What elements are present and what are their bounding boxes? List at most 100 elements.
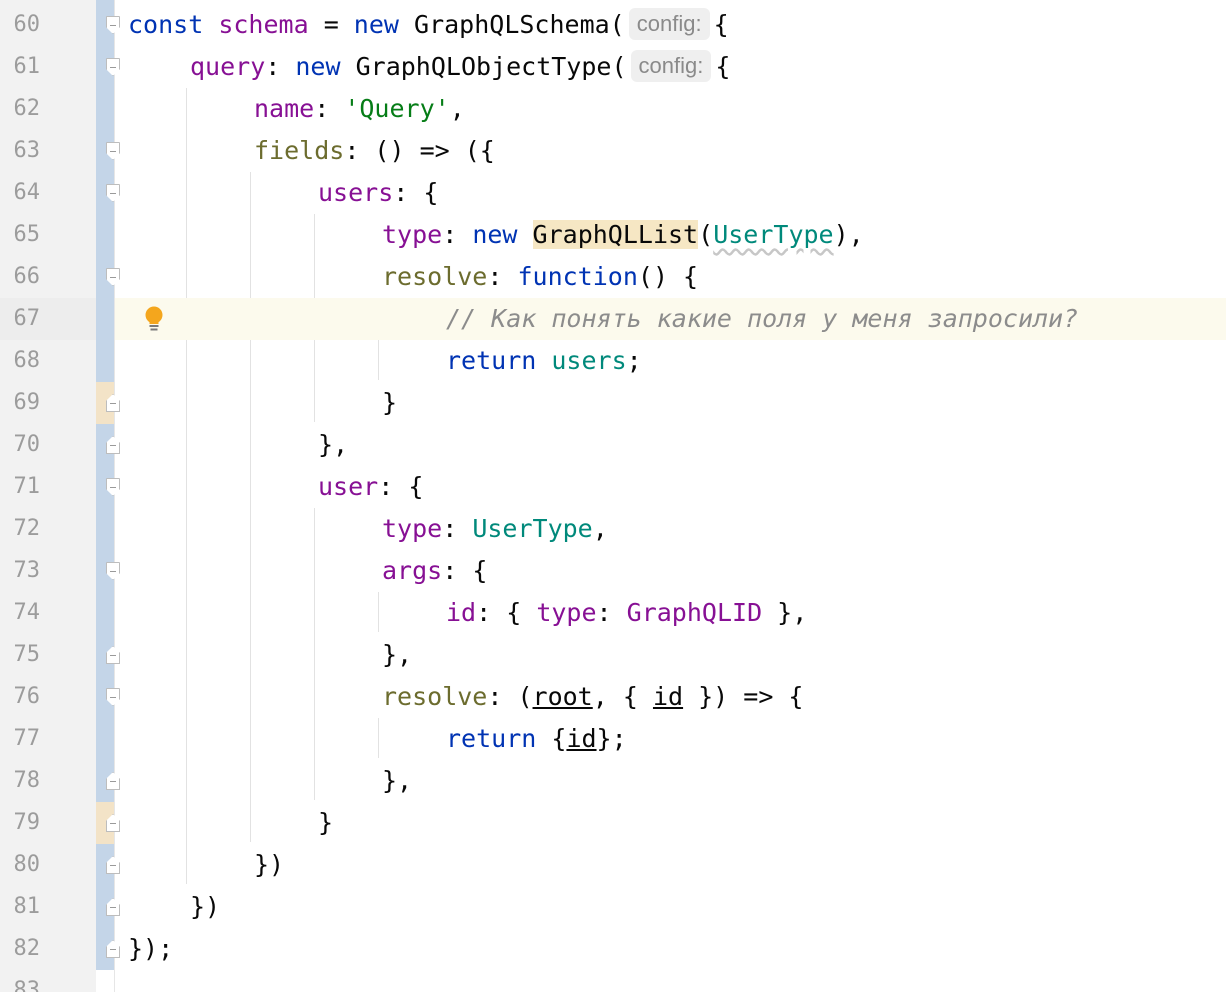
code-line[interactable]: 73 args: { bbox=[0, 550, 1226, 592]
vcs-modified-marker[interactable] bbox=[96, 382, 115, 424]
fold-open-icon[interactable] bbox=[106, 688, 120, 706]
code-line[interactable]: 80 }) bbox=[0, 844, 1226, 886]
code-line[interactable]: 78 }, bbox=[0, 760, 1226, 802]
line-number[interactable]: 83 bbox=[13, 978, 41, 992]
line-number[interactable]: 63 bbox=[13, 138, 41, 163]
code-text[interactable]: } bbox=[382, 388, 398, 417]
code-text[interactable]: type: new GraphQLList(UserType), bbox=[382, 220, 864, 249]
code-text[interactable]: resolve: (root, { id }) => { bbox=[382, 682, 804, 711]
code-text[interactable]: return users; bbox=[446, 346, 642, 375]
code-line[interactable]: 82 }); bbox=[0, 928, 1226, 970]
line-number[interactable]: 80 bbox=[13, 852, 41, 877]
code-line[interactable]: 66 resolve: function() { bbox=[0, 256, 1226, 298]
code-text[interactable]: } bbox=[318, 808, 334, 837]
fold-close-icon[interactable] bbox=[106, 814, 120, 832]
line-number[interactable]: 72 bbox=[13, 516, 41, 541]
lightbulb-icon[interactable] bbox=[143, 306, 165, 332]
code-line[interactable]: 69 } bbox=[0, 382, 1226, 424]
line-number[interactable]: 64 bbox=[13, 180, 41, 205]
code-line[interactable]: 76 resolve: (root, { id }) => { bbox=[0, 676, 1226, 718]
gutter-separator bbox=[114, 0, 115, 992]
fold-open-icon[interactable] bbox=[106, 268, 120, 286]
line-number[interactable]: 67 bbox=[13, 306, 41, 331]
code-line[interactable]: 72 type: UserType, bbox=[0, 508, 1226, 550]
indent-guide bbox=[186, 88, 187, 884]
line-number[interactable]: 66 bbox=[13, 264, 41, 289]
code-text[interactable]: }) bbox=[190, 892, 221, 921]
identifier-highlight[interactable]: GraphQLList bbox=[532, 220, 699, 249]
line-number[interactable]: 65 bbox=[13, 222, 41, 247]
fold-close-icon[interactable] bbox=[106, 940, 120, 958]
code-text[interactable]: }, bbox=[382, 640, 413, 669]
code-text[interactable]: }) bbox=[254, 850, 285, 879]
line-number[interactable]: 70 bbox=[13, 432, 41, 457]
fold-open-icon[interactable] bbox=[106, 184, 120, 202]
fold-open-icon[interactable] bbox=[106, 142, 120, 160]
fold-open-icon[interactable] bbox=[106, 562, 120, 580]
code-text[interactable]: args: { bbox=[382, 556, 488, 585]
line-number[interactable]: 61 bbox=[13, 54, 41, 79]
code-text[interactable]: fields: () => ({ bbox=[254, 136, 495, 165]
line-number[interactable]: 71 bbox=[13, 474, 41, 499]
line-number[interactable]: 60 bbox=[13, 12, 41, 37]
code-line[interactable]: 81 }) bbox=[0, 886, 1226, 928]
code-line[interactable]: 79 } bbox=[0, 802, 1226, 844]
line-number[interactable]: 73 bbox=[13, 558, 41, 583]
parameter-hint: config: bbox=[628, 8, 710, 40]
line-number[interactable]: 78 bbox=[13, 768, 41, 793]
line-number[interactable]: 74 bbox=[13, 600, 41, 625]
code-line[interactable]: 68 return users; bbox=[0, 340, 1226, 382]
code-line[interactable]: 64 users: { bbox=[0, 172, 1226, 214]
code-line[interactable]: 74 id: { type: GraphQLID }, bbox=[0, 592, 1226, 634]
code-text[interactable]: }, bbox=[318, 430, 349, 459]
code-line[interactable]: 62 name: 'Query', bbox=[0, 88, 1226, 130]
code-line[interactable]: 61 query: new GraphQLObjectType(config:{ bbox=[0, 46, 1226, 88]
code-text[interactable]: }, bbox=[382, 766, 413, 795]
code-text[interactable]: user: { bbox=[318, 472, 424, 501]
code-line[interactable]: 71 user: { bbox=[0, 466, 1226, 508]
fold-open-icon[interactable] bbox=[106, 16, 120, 34]
line-number[interactable]: 79 bbox=[13, 810, 41, 835]
fold-close-icon[interactable] bbox=[106, 772, 120, 790]
line-number[interactable]: 76 bbox=[13, 684, 41, 709]
fold-close-icon[interactable] bbox=[106, 394, 120, 412]
line-number[interactable]: 68 bbox=[13, 348, 41, 373]
vcs-modified-marker[interactable] bbox=[96, 802, 115, 844]
indent-guide bbox=[314, 508, 315, 800]
code-line[interactable]: 60 const schema = new GraphQLSchema(conf… bbox=[0, 4, 1226, 46]
parameter-hint: config: bbox=[630, 50, 712, 82]
comment: // Как понять какие поля у меня запросил… bbox=[446, 304, 1079, 333]
line-number[interactable]: 69 bbox=[13, 390, 41, 415]
code-line[interactable]: 65 type: new GraphQLList(UserType), bbox=[0, 214, 1226, 256]
code-line[interactable]: 75 }, bbox=[0, 634, 1226, 676]
code-line[interactable]: 77 return {id}; bbox=[0, 718, 1226, 760]
code-line[interactable]: 83 bbox=[0, 970, 1226, 992]
fold-close-icon[interactable] bbox=[106, 646, 120, 664]
code-text[interactable]: type: UserType, bbox=[382, 514, 608, 543]
line-number[interactable]: 82 bbox=[13, 936, 41, 961]
code-text[interactable]: resolve: function() { bbox=[382, 262, 699, 291]
line-number[interactable]: 81 bbox=[13, 894, 41, 919]
vcs-change-bar[interactable] bbox=[96, 0, 115, 970]
code-line[interactable]: 63 fields: () => ({ bbox=[0, 130, 1226, 172]
code-text[interactable]: const schema = new GraphQLSchema(config:… bbox=[128, 8, 729, 40]
line-number[interactable]: 77 bbox=[13, 726, 41, 751]
code-text[interactable]: return {id}; bbox=[446, 724, 627, 753]
code-line[interactable]: 70 }, bbox=[0, 424, 1226, 466]
code-text[interactable]: }); bbox=[128, 934, 174, 963]
fold-open-icon[interactable] bbox=[106, 478, 120, 496]
code-text[interactable]: id: { type: GraphQLID }, bbox=[446, 598, 808, 627]
code-text[interactable]: // Как понять какие поля у меня запросил… bbox=[446, 298, 1078, 340]
fold-close-icon[interactable] bbox=[106, 856, 120, 874]
fold-open-icon[interactable] bbox=[106, 58, 120, 76]
code-text[interactable]: users: { bbox=[318, 178, 439, 207]
fold-close-icon[interactable] bbox=[106, 436, 120, 454]
line-number[interactable]: 75 bbox=[13, 642, 41, 667]
code-text[interactable]: query: new GraphQLObjectType(config:{ bbox=[190, 50, 731, 82]
fold-close-icon[interactable] bbox=[106, 898, 120, 916]
warning-underline[interactable]: UserType bbox=[713, 220, 834, 249]
code-text[interactable]: name: 'Query', bbox=[254, 94, 465, 123]
code-line-current[interactable]: 67 // Как понять какие поля у меня запро… bbox=[0, 298, 1226, 340]
line-number[interactable]: 62 bbox=[13, 96, 41, 121]
